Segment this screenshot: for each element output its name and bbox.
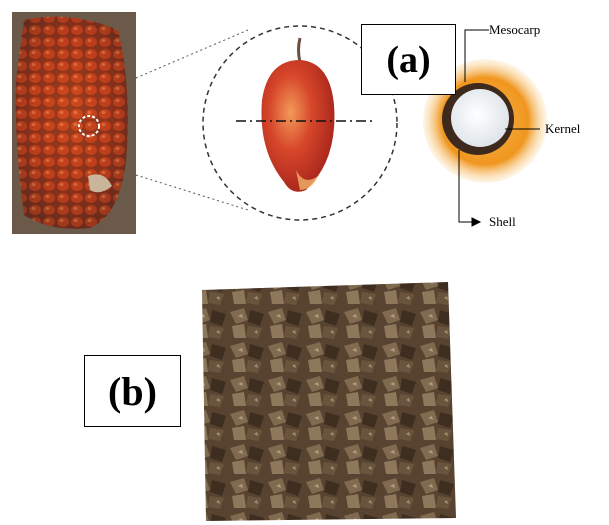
mesocarp-label: Mesocarp bbox=[489, 22, 540, 38]
shell-label: Shell bbox=[489, 214, 516, 230]
palm-kernel-shells-image bbox=[202, 282, 456, 521]
kernel-layer bbox=[451, 89, 509, 147]
panel-label-b: (b) bbox=[84, 355, 181, 427]
kernel-label: Kernel bbox=[545, 121, 580, 137]
panel-label-a: (a) bbox=[361, 24, 456, 95]
shell-arrowhead bbox=[472, 218, 480, 226]
fruit-stalk bbox=[299, 38, 301, 62]
fruit-bunch-image bbox=[12, 12, 136, 234]
